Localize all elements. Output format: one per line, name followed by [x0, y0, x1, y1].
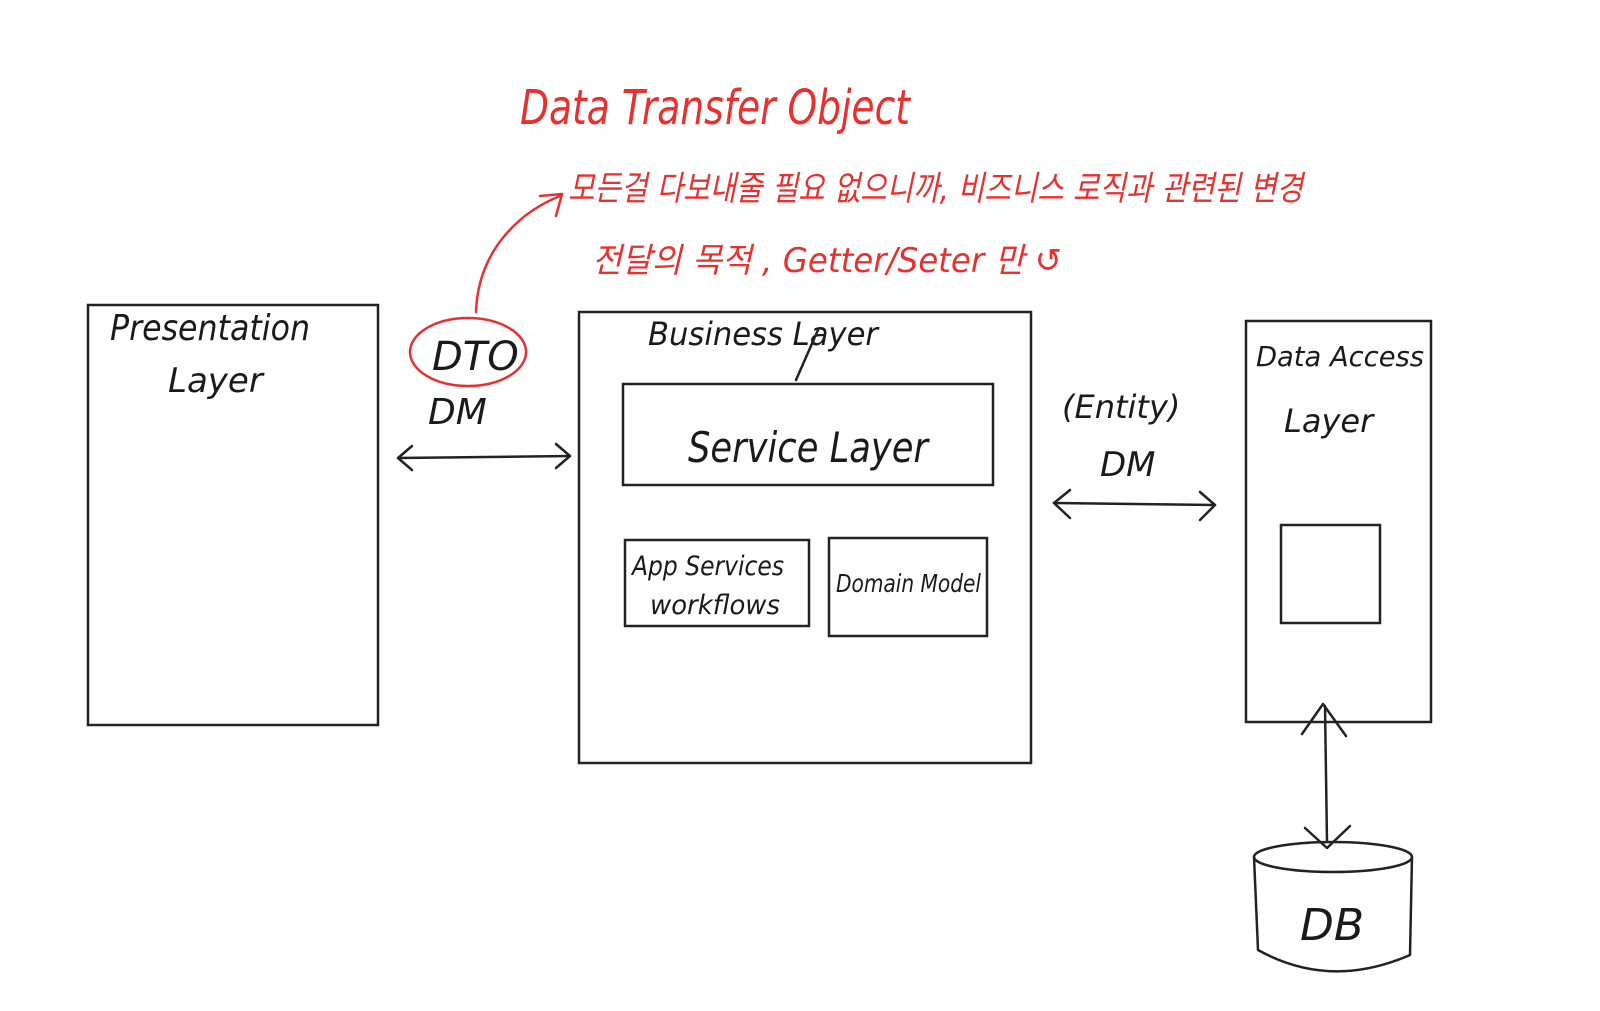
service-layer-box [621, 382, 995, 487]
annotation-line2: 전달의 목적 , Getter/Seter 만 ↺ [592, 241, 1062, 281]
data-access-label-line1: Data Access [1256, 340, 1424, 373]
app-services-label-line1: App Services [630, 551, 784, 582]
left-arrow-head-right [554, 442, 572, 470]
presentation-layer-label-line1: Presentation [110, 308, 310, 349]
left-dm-label: DM [428, 392, 487, 433]
data-access-layer-box [1244, 319, 1433, 724]
left-double-arrow-shaft [396, 454, 572, 460]
annotation-arrow-head [538, 192, 564, 218]
data-access-layer: Data Access Layer [1244, 319, 1433, 724]
left-arrow-head-left [396, 444, 414, 472]
app-services-label-line2: workflows [650, 590, 780, 621]
dto-annotation: Data Transfer Object 모든걸 다보내줄 필요 없으니까, 비… [474, 80, 1306, 314]
domain-model-label: Domain Model [836, 569, 981, 598]
db-label: DB [1300, 900, 1364, 951]
data-access-db-link [1300, 702, 1352, 850]
domain-model-box [827, 536, 989, 638]
presentation-layer-label-line2: Layer [168, 361, 265, 401]
right-double-arrow-shaft [1052, 501, 1217, 507]
business-layer-label-stroke [794, 328, 820, 382]
data-access-label-line2: Layer [1284, 402, 1375, 440]
annotation-line1: 모든걸 다보내줄 필요 없으니까, 비즈니스 로직과 관련된 변경 [568, 169, 1306, 209]
business-layer: Business Layer Service Layer App Service… [577, 310, 1033, 765]
presentation-layer: Presentation Layer [86, 303, 380, 727]
dto-circle [408, 316, 528, 388]
right-arrow-head-left [1052, 488, 1072, 520]
business-data-access-link: (Entity) DM [1052, 388, 1217, 522]
db-cylinder-body [1252, 855, 1414, 973]
business-layer-box [577, 310, 1033, 765]
db-arrow-head-up [1300, 702, 1348, 738]
entity-label: (Entity) [1062, 388, 1180, 426]
db-arrow-head-down [1303, 824, 1352, 850]
dto-label: DTO [432, 334, 519, 380]
business-layer-label: Business Layer [648, 315, 880, 353]
right-arrow-head-right [1198, 490, 1217, 522]
db-cylinder-top [1252, 840, 1414, 874]
db-arrow-shaft [1323, 704, 1329, 844]
db-cylinder: DB [1252, 840, 1414, 973]
app-services-box [623, 538, 811, 628]
annotation-title: Data Transfer Object [520, 80, 912, 136]
service-layer-label: Service Layer [688, 423, 930, 472]
presentation-layer-box [86, 303, 380, 727]
annotation-arrow-curve [474, 194, 562, 314]
right-dm-label: DM [1100, 445, 1156, 485]
presentation-business-link: DTO DM [396, 316, 572, 472]
data-access-inner-box [1279, 523, 1382, 625]
